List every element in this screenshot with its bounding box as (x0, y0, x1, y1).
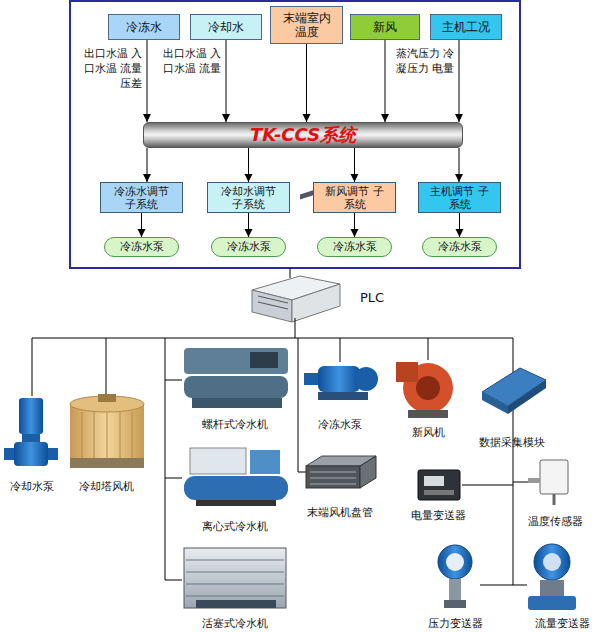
chiller-icon (184, 548, 286, 608)
connector-arrow (456, 213, 464, 237)
device-label: 离心式冷水机 (185, 520, 285, 534)
node-text: 冷冻水调节 子系统 (109, 185, 174, 211)
connector-arrow (222, 40, 230, 122)
node-text: 末端室内 温度 (275, 11, 338, 39)
temperature-sensor-icon (528, 460, 568, 505)
pump-icon (4, 398, 58, 466)
fan-coil-icon (306, 456, 376, 488)
chiller-icon (184, 348, 288, 408)
fan-icon (396, 362, 453, 418)
node-text: 冷冻水泵 (438, 240, 482, 254)
wire (290, 268, 291, 278)
node-text: 新风 (373, 20, 397, 34)
connector-arrow (303, 44, 311, 122)
device-label: 电量变送器 (388, 509, 488, 523)
input-box: 末端室内 温度 (270, 6, 343, 44)
device-label: 末端风机盘管 (290, 506, 390, 520)
device-label: 冷却塔风机 (56, 480, 156, 494)
device-label: 流量变送器 (512, 617, 599, 631)
node-text: 冷冻水泵 (120, 240, 164, 254)
connector-arrow (455, 40, 463, 122)
power-transmitter-icon (418, 470, 460, 500)
edge-label: 出口水温 入口水温 流量 (161, 46, 221, 76)
connector-arrow (138, 213, 146, 237)
node-text: 冷冻水 (126, 20, 162, 34)
pressure-transmitter-icon (438, 545, 472, 608)
device-label: 数据采集模块 (462, 436, 562, 450)
subsystem-box: 主机调节 子系统 (418, 182, 501, 213)
system-frame (70, 1, 520, 268)
device-label: 新风机 (378, 426, 478, 440)
subsystem-box: 冷冻水调节 子系统 (100, 182, 183, 213)
edge-label: 蒸汽压力 冷凝压力 电量 (394, 46, 454, 76)
chiller-icon (184, 448, 288, 506)
connector-arrow (143, 40, 151, 122)
input-box: 冷冻水 (108, 14, 180, 40)
connector-arrow (245, 148, 253, 182)
node-text: TK-CCS系统 (250, 124, 356, 146)
connector-arrow (245, 213, 253, 237)
subsystem-box: 冷却水调节 子系统 (207, 182, 290, 213)
pump-pill: 冷冻水泵 (211, 237, 286, 257)
system-bar: TK-CCS系统 (143, 122, 463, 148)
subsystem-box: 新风调节 子系统 (313, 182, 396, 213)
pump-pill: 冷冻水泵 (104, 237, 179, 257)
pump-pill: 冷冻水泵 (422, 237, 497, 257)
device-label: 活塞式冷水机 (185, 617, 285, 631)
device-label: 冷却水泵 (0, 480, 82, 494)
node-text: 冷冻水泵 (227, 240, 271, 254)
controller-label: PLC (322, 291, 422, 305)
wire (32, 318, 528, 585)
edge-label: 出口水温 入口水温 流量 压差 (82, 46, 142, 91)
node-text: 主机工况 (442, 20, 490, 34)
input-box: 新风 (350, 14, 420, 40)
connector-arrow (351, 213, 359, 237)
flow-transmitter-icon (528, 544, 576, 610)
pump-pill: 冷冻水泵 (317, 237, 392, 257)
input-box: 主机工况 (430, 14, 502, 40)
connector-arrow (455, 148, 463, 182)
node-text: 冷却水调节 子系统 (216, 185, 281, 211)
device-label: 冷冻水泵 (290, 418, 390, 432)
cooling-tower-icon (70, 394, 144, 468)
input-box: 冷却水 (190, 14, 262, 40)
connector-arrow (381, 40, 389, 122)
device-label: 螺杆式冷水机 (185, 418, 285, 432)
connector-arrow (143, 148, 151, 182)
device-label: 温度传感器 (505, 515, 599, 529)
node-text: 主机调节 子系统 (427, 185, 492, 211)
pump-icon (304, 366, 378, 400)
node-text: 新风调节 子系统 (322, 185, 387, 211)
device-label: 压力变送器 (405, 617, 505, 631)
node-text: 冷却水 (208, 20, 244, 34)
daq-module-icon (482, 368, 546, 414)
connector-arrow (351, 148, 359, 182)
node-text: 冷冻水泵 (333, 240, 377, 254)
